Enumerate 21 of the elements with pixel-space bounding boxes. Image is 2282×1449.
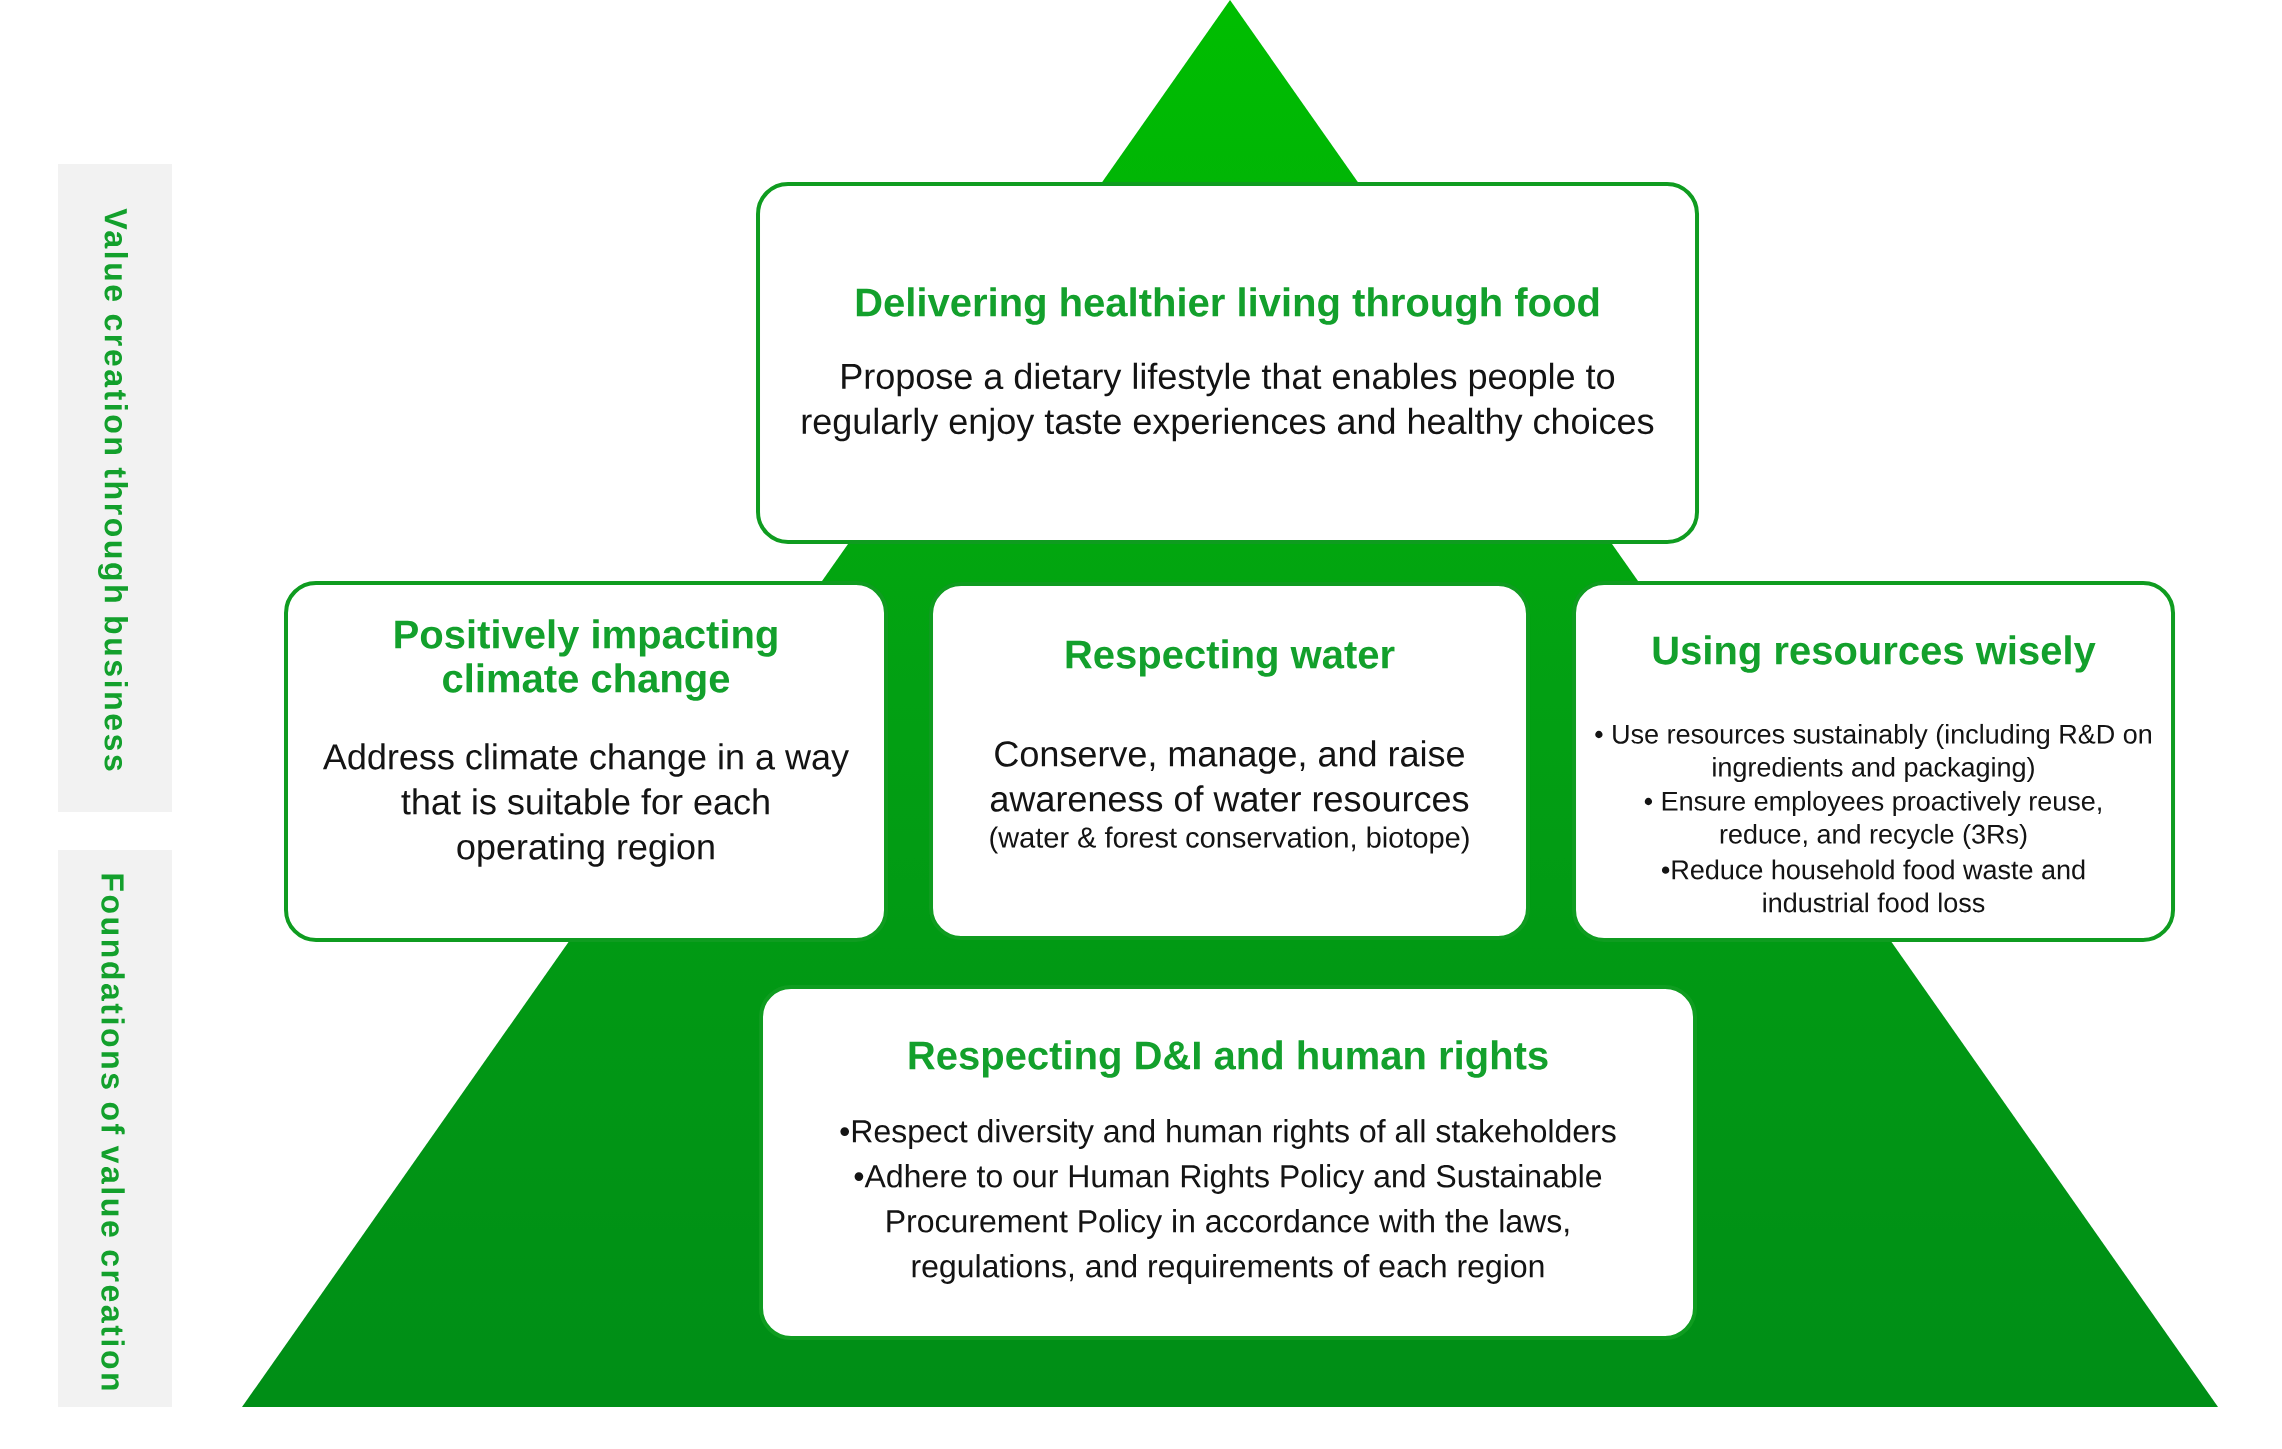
info-card — [1572, 581, 2176, 942]
card-text: Propose a dietary lifestyle that enables people to regularly enjoy taste experiences and healthy choices — [802, 362, 1654, 442]
card-heading: Respecting water — [1066, 639, 1395, 677]
card-text: •Adhere to our Human Rights Policy and Sustainable Procurement Policy in accordance with the laws, regulations, and requirements of each region — [854, 1164, 1602, 1284]
card-text: • Use resources sustainably (including R&D on ingredients and packaging) — [1595, 723, 2151, 783]
card-heading: Delivering healthier living through food — [856, 287, 1599, 325]
card-text: Conserve, manage, and raise awareness of water resources — [990, 740, 1469, 812]
info-card — [756, 182, 1699, 544]
card-text: •Respect diversity and human rights of all stakeholders — [840, 1119, 1616, 1149]
card-text: •Reduce household food waste and industrial food loss — [1661, 859, 2085, 913]
card-heading: Positively impacting climate change — [395, 619, 777, 701]
info-card — [929, 582, 1530, 940]
info-card — [759, 985, 1697, 1340]
card-heading: Using resources wisely — [1653, 635, 2096, 673]
band-label: Value creation through business — [98, 208, 128, 771]
info-card — [284, 581, 888, 942]
band-label: Foundations of value creation — [101, 874, 125, 1390]
card-text: Address climate change in a way that is suitable for each operating region — [322, 743, 849, 867]
card-heading: Respecting D&I and human rights — [909, 1040, 1548, 1078]
card-text: • Ensure employees proactively reuse, reduce, and recycle (3Rs) — [1644, 790, 2101, 850]
card-text: (water & forest conservation, biotope) — [990, 826, 1469, 854]
